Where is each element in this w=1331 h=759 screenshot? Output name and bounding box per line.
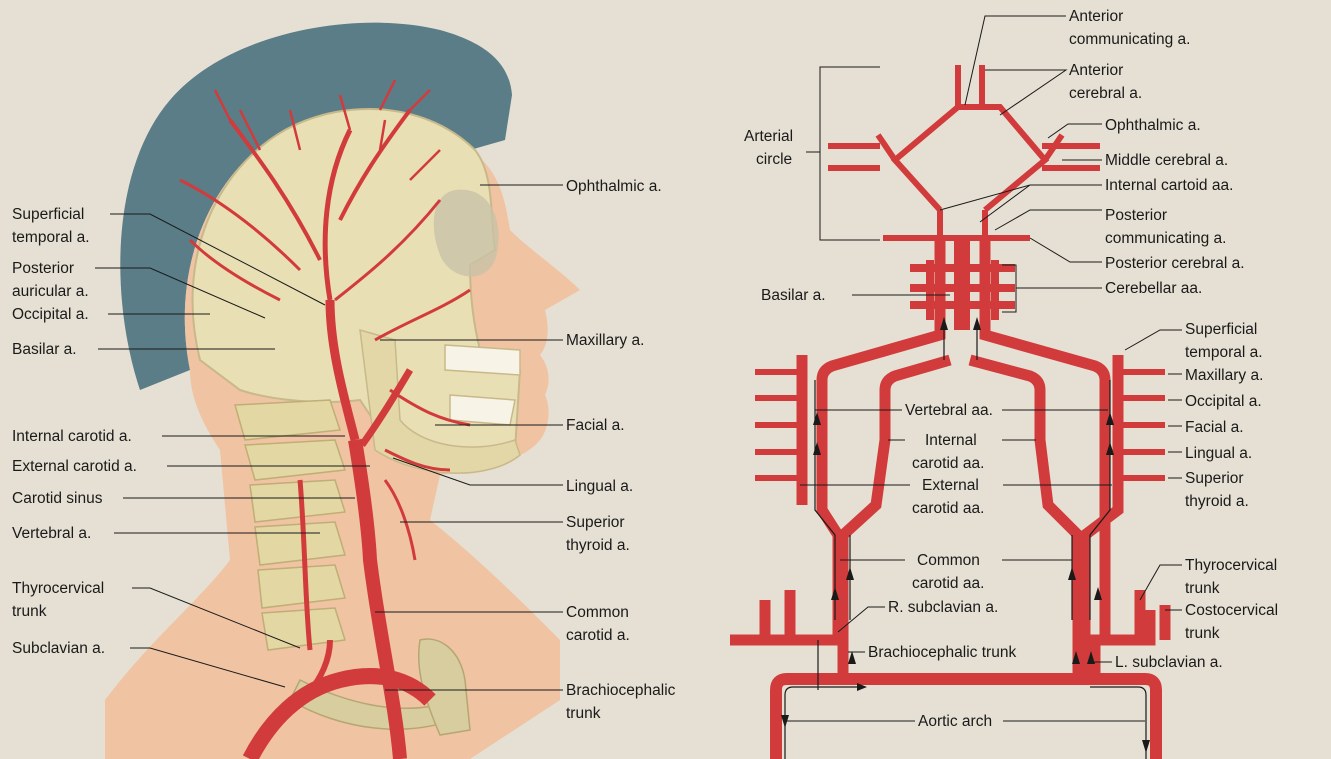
label-middle-cerebral: Middle cerebral a. xyxy=(1105,152,1228,169)
label-thyrocervical-1: Thyrocervical xyxy=(12,580,104,597)
label-external-carotid-aa-2: carotid aa. xyxy=(912,500,984,517)
label-thyrocervical-r-2: trunk xyxy=(1185,580,1220,597)
label-thyrocervical-r-1: Thyrocervical xyxy=(1185,557,1277,574)
label-superficial-temporal-1: Superficial xyxy=(12,206,84,223)
label-costocervical-2: trunk xyxy=(1185,625,1220,642)
label-maxillary: Maxillary a. xyxy=(566,332,644,349)
label-aortic-arch: Aortic arch xyxy=(918,713,992,730)
label-arterial-circle-2: circle xyxy=(756,151,792,168)
label-posterior-communicating-2: communicating a. xyxy=(1105,230,1226,247)
label-posterior-auricular-2: auricular a. xyxy=(12,283,89,300)
label-anterior-cerebral-1: Anterior xyxy=(1069,62,1123,79)
label-arterial-circle-1: Arterial xyxy=(744,128,793,145)
label-superficial-temporal-r-2: temporal a. xyxy=(1185,344,1263,361)
label-internal-carotid-aa-2: carotid aa. xyxy=(912,455,984,472)
label-posterior-communicating-1: Posterior xyxy=(1105,207,1167,224)
label-occipital: Occipital a. xyxy=(12,306,89,323)
label-common-carotid-aa-1: Common xyxy=(917,552,980,569)
label-internal-carotid-aa-1: Internal xyxy=(925,432,977,449)
label-lingual: Lingual a. xyxy=(566,478,633,495)
label-facial: Facial a. xyxy=(566,417,625,434)
label-superior-thyroid-2: thyroid a. xyxy=(566,537,630,554)
label-brachiocephalic-trunk: Brachiocephalic trunk xyxy=(868,644,1016,661)
label-anterior-communicating-1: Anterior xyxy=(1069,8,1123,25)
label-external-carotid-aa-1: External xyxy=(922,477,979,494)
label-superior-thyroid-r-2: thyroid a. xyxy=(1185,493,1249,510)
label-subclavian: Subclavian a. xyxy=(12,640,105,657)
label-brachiocephalic-1: Brachiocephalic xyxy=(566,682,676,699)
label-superficial-temporal-r-1: Superficial xyxy=(1185,321,1257,338)
label-superior-thyroid-r-1: Superior xyxy=(1185,470,1244,487)
label-occipital-r: Occipital a. xyxy=(1185,393,1262,410)
label-maxillary-r: Maxillary a. xyxy=(1185,367,1263,384)
label-costocervical-1: Costocervical xyxy=(1185,602,1278,619)
label-common-carotid-1: Common xyxy=(566,604,629,621)
label-r-subclavian: R. subclavian a. xyxy=(888,599,998,616)
label-internal-carotid-r: Internal cartoid aa. xyxy=(1105,177,1233,194)
label-cerebellar: Cerebellar aa. xyxy=(1105,280,1202,297)
label-carotid-sinus: Carotid sinus xyxy=(12,490,103,507)
label-anterior-communicating-2: communicating a. xyxy=(1069,31,1190,48)
label-l-subclavian: L. subclavian a. xyxy=(1115,654,1223,671)
label-lingual-r: Lingual a. xyxy=(1185,445,1252,462)
label-brachiocephalic-2: trunk xyxy=(566,705,601,722)
label-internal-carotid: Internal carotid a. xyxy=(12,428,132,445)
label-basilar: Basilar a. xyxy=(12,341,77,358)
label-ophthalmic-r: Ophthalmic a. xyxy=(1105,117,1201,134)
label-posterior-cerebral: Posterior cerebral a. xyxy=(1105,255,1245,272)
label-common-carotid-aa-2: carotid aa. xyxy=(912,575,984,592)
label-ophthalmic: Ophthalmic a. xyxy=(566,178,662,195)
label-superior-thyroid-1: Superior xyxy=(566,514,625,531)
label-anterior-cerebral-2: cerebral a. xyxy=(1069,85,1142,102)
label-external-carotid: External carotid a. xyxy=(12,458,137,475)
label-vertebral-aa: Vertebral aa. xyxy=(905,402,993,419)
label-posterior-auricular-1: Posterior xyxy=(12,260,74,277)
label-superficial-temporal-2: temporal a. xyxy=(12,229,90,246)
label-basilar-r: Basilar a. xyxy=(761,287,826,304)
label-vertebral: Vertebral a. xyxy=(12,525,91,542)
label-thyrocervical-2: trunk xyxy=(12,603,47,620)
label-common-carotid-2: carotid a. xyxy=(566,627,630,644)
label-facial-r: Facial a. xyxy=(1185,419,1244,436)
